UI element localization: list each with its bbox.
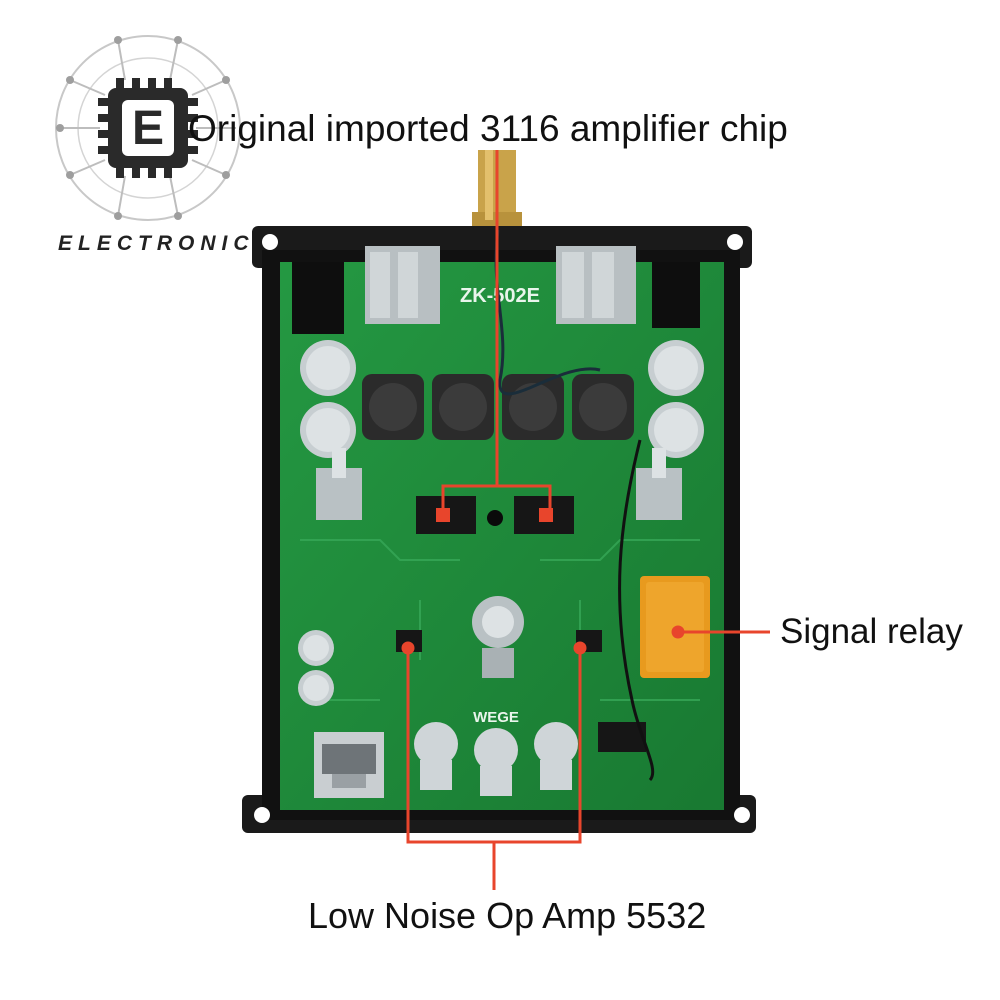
brand-label: WEGE (473, 709, 519, 726)
speaker-terminal-right (556, 246, 636, 324)
logo-wordmark: ELECTRONIC (58, 232, 255, 255)
logo-letter: E (132, 102, 164, 155)
dc-power-jack (292, 262, 344, 334)
capacitor-100uf (298, 630, 334, 706)
capacitor-470uf (300, 340, 704, 458)
callout-lines (401, 150, 770, 890)
speaker-terminal-left (365, 246, 440, 324)
amplifier-chips (416, 496, 574, 534)
potentiometer-knobs (316, 448, 682, 678)
audio-input-jack (652, 262, 700, 328)
opamp-callout-label: Low Noise Op Amp 5532 (308, 895, 707, 936)
relay-callout-label: Signal relay (780, 612, 963, 651)
usb-port (314, 732, 384, 798)
chip-callout-label: Original imported 3116 amplifier chip (188, 108, 788, 149)
logo-circuit-emblem: E (55, 35, 241, 221)
inductors (362, 374, 634, 440)
board-model-label: ZK-502E (460, 285, 540, 307)
control-knobs (414, 722, 578, 796)
